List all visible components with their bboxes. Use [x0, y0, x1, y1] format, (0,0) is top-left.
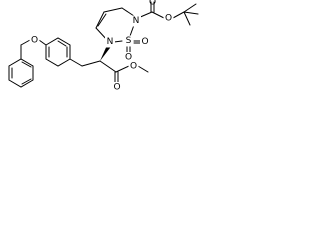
sulfonyl-oxygen-right-label: O [141, 37, 148, 47]
sulfamide-ring [95, 7, 135, 43]
ester-carbonyl-oxygen-label: O [113, 83, 120, 93]
sulfonyl-oxygen-lower-label: O [125, 53, 132, 63]
boc-ether-oxygen-label: O [165, 14, 172, 24]
atom-labels: O N N S O O O O O O [29, 0, 174, 93]
benzyloxy-linker [20, 39, 47, 60]
chemical-structure-diagram: O N N S O O O O O O [8, 0, 199, 93]
phenyl-ring [45, 37, 71, 67]
ether-oxygen-label: O [31, 36, 38, 46]
methyl-ester [99, 60, 149, 84]
ring-nitrogen-right-label: N [133, 16, 140, 26]
boc-carbonyl-oxygen-label: O [149, 0, 156, 8]
methylene-linker [69, 58, 101, 67]
sulfur-label: S [126, 36, 132, 46]
benzyl-ring [8, 58, 34, 88]
ring-nitrogen-left-label: N [107, 37, 114, 47]
ester-ether-oxygen-label: O [130, 62, 137, 72]
